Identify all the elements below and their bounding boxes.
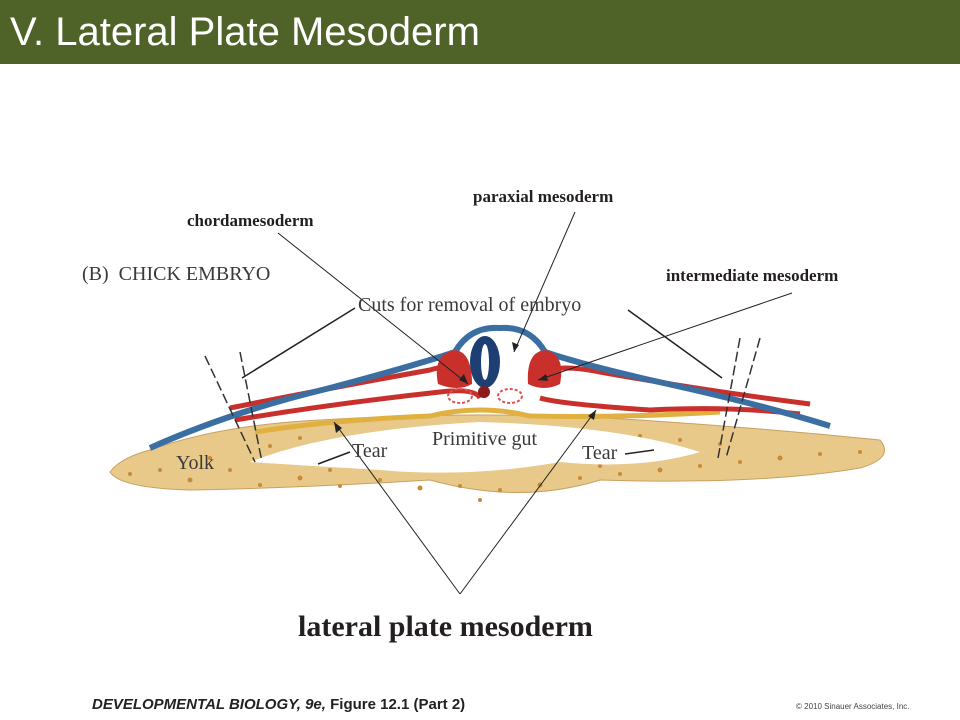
endoderm-layer xyxy=(254,407,721,435)
caption-figure-ref: Figure 12.1 (Part 2) xyxy=(330,696,466,713)
label-lateral-plate-mesoderm: lateral plate mesoderm xyxy=(298,610,593,643)
cut-right xyxy=(717,337,761,459)
title-bar: V. Lateral Plate Mesoderm xyxy=(0,0,960,64)
figure-primitive-gut-label: Primitive gut xyxy=(432,428,537,450)
primitive-gut-cavity xyxy=(250,422,700,473)
cuts-leader-left xyxy=(241,307,356,379)
label-chordamesoderm: chordamesoderm xyxy=(187,211,314,230)
lateral-pointer-right xyxy=(459,409,597,595)
label-intermediate-mesoderm: intermediate mesoderm xyxy=(666,266,839,285)
slide-title: V. Lateral Plate Mesoderm xyxy=(10,10,480,54)
figure-panel-label: (B) CHICK EMBRYO xyxy=(82,263,271,285)
figure-yolk-label: Yolk xyxy=(176,452,214,474)
lateral-pointer-left xyxy=(333,421,461,595)
cuts-leader-right xyxy=(627,309,723,379)
copyright-notice: © 2010 Sinauer Associates, Inc. xyxy=(796,702,910,711)
neural-tube-lumen xyxy=(481,344,489,380)
mesoderm-upper-layer xyxy=(229,364,811,411)
notochord xyxy=(478,386,490,398)
figure-caption: DEVELOPMENTAL BIOLOGY, 9e, Figure 12.1 (… xyxy=(92,696,465,713)
paraxial-pointer xyxy=(513,211,576,353)
label-paraxial-mesoderm: paraxial mesoderm xyxy=(473,187,614,206)
dorsal-aorta-left xyxy=(447,388,473,404)
caption-book: DEVELOPMENTAL BIOLOGY, 9e, xyxy=(92,696,326,713)
intermediate-pointer xyxy=(537,292,793,381)
paraxial-arrowhead xyxy=(512,342,519,352)
yolk-granules xyxy=(128,434,862,502)
figure-tear-left-label: Tear xyxy=(352,440,388,462)
ectoderm-layer xyxy=(148,324,831,451)
lateral-arrowhead-right xyxy=(588,410,596,420)
dorsal-aorta-right xyxy=(497,388,523,404)
chorda-arrowhead xyxy=(459,374,468,384)
somite-right xyxy=(527,350,562,388)
embryo-diagram xyxy=(109,211,885,595)
cut-left xyxy=(204,351,263,463)
intermediate-arrowhead xyxy=(538,374,548,381)
tear-right-leader xyxy=(624,449,655,455)
chorda-pointer xyxy=(277,232,469,385)
figure-cuts-label: Cuts for removal of embryo xyxy=(358,294,582,316)
figure-tear-right-label: Tear xyxy=(582,442,618,464)
tear-left-leader xyxy=(317,451,351,465)
lateral-arrowhead-left xyxy=(334,422,342,433)
